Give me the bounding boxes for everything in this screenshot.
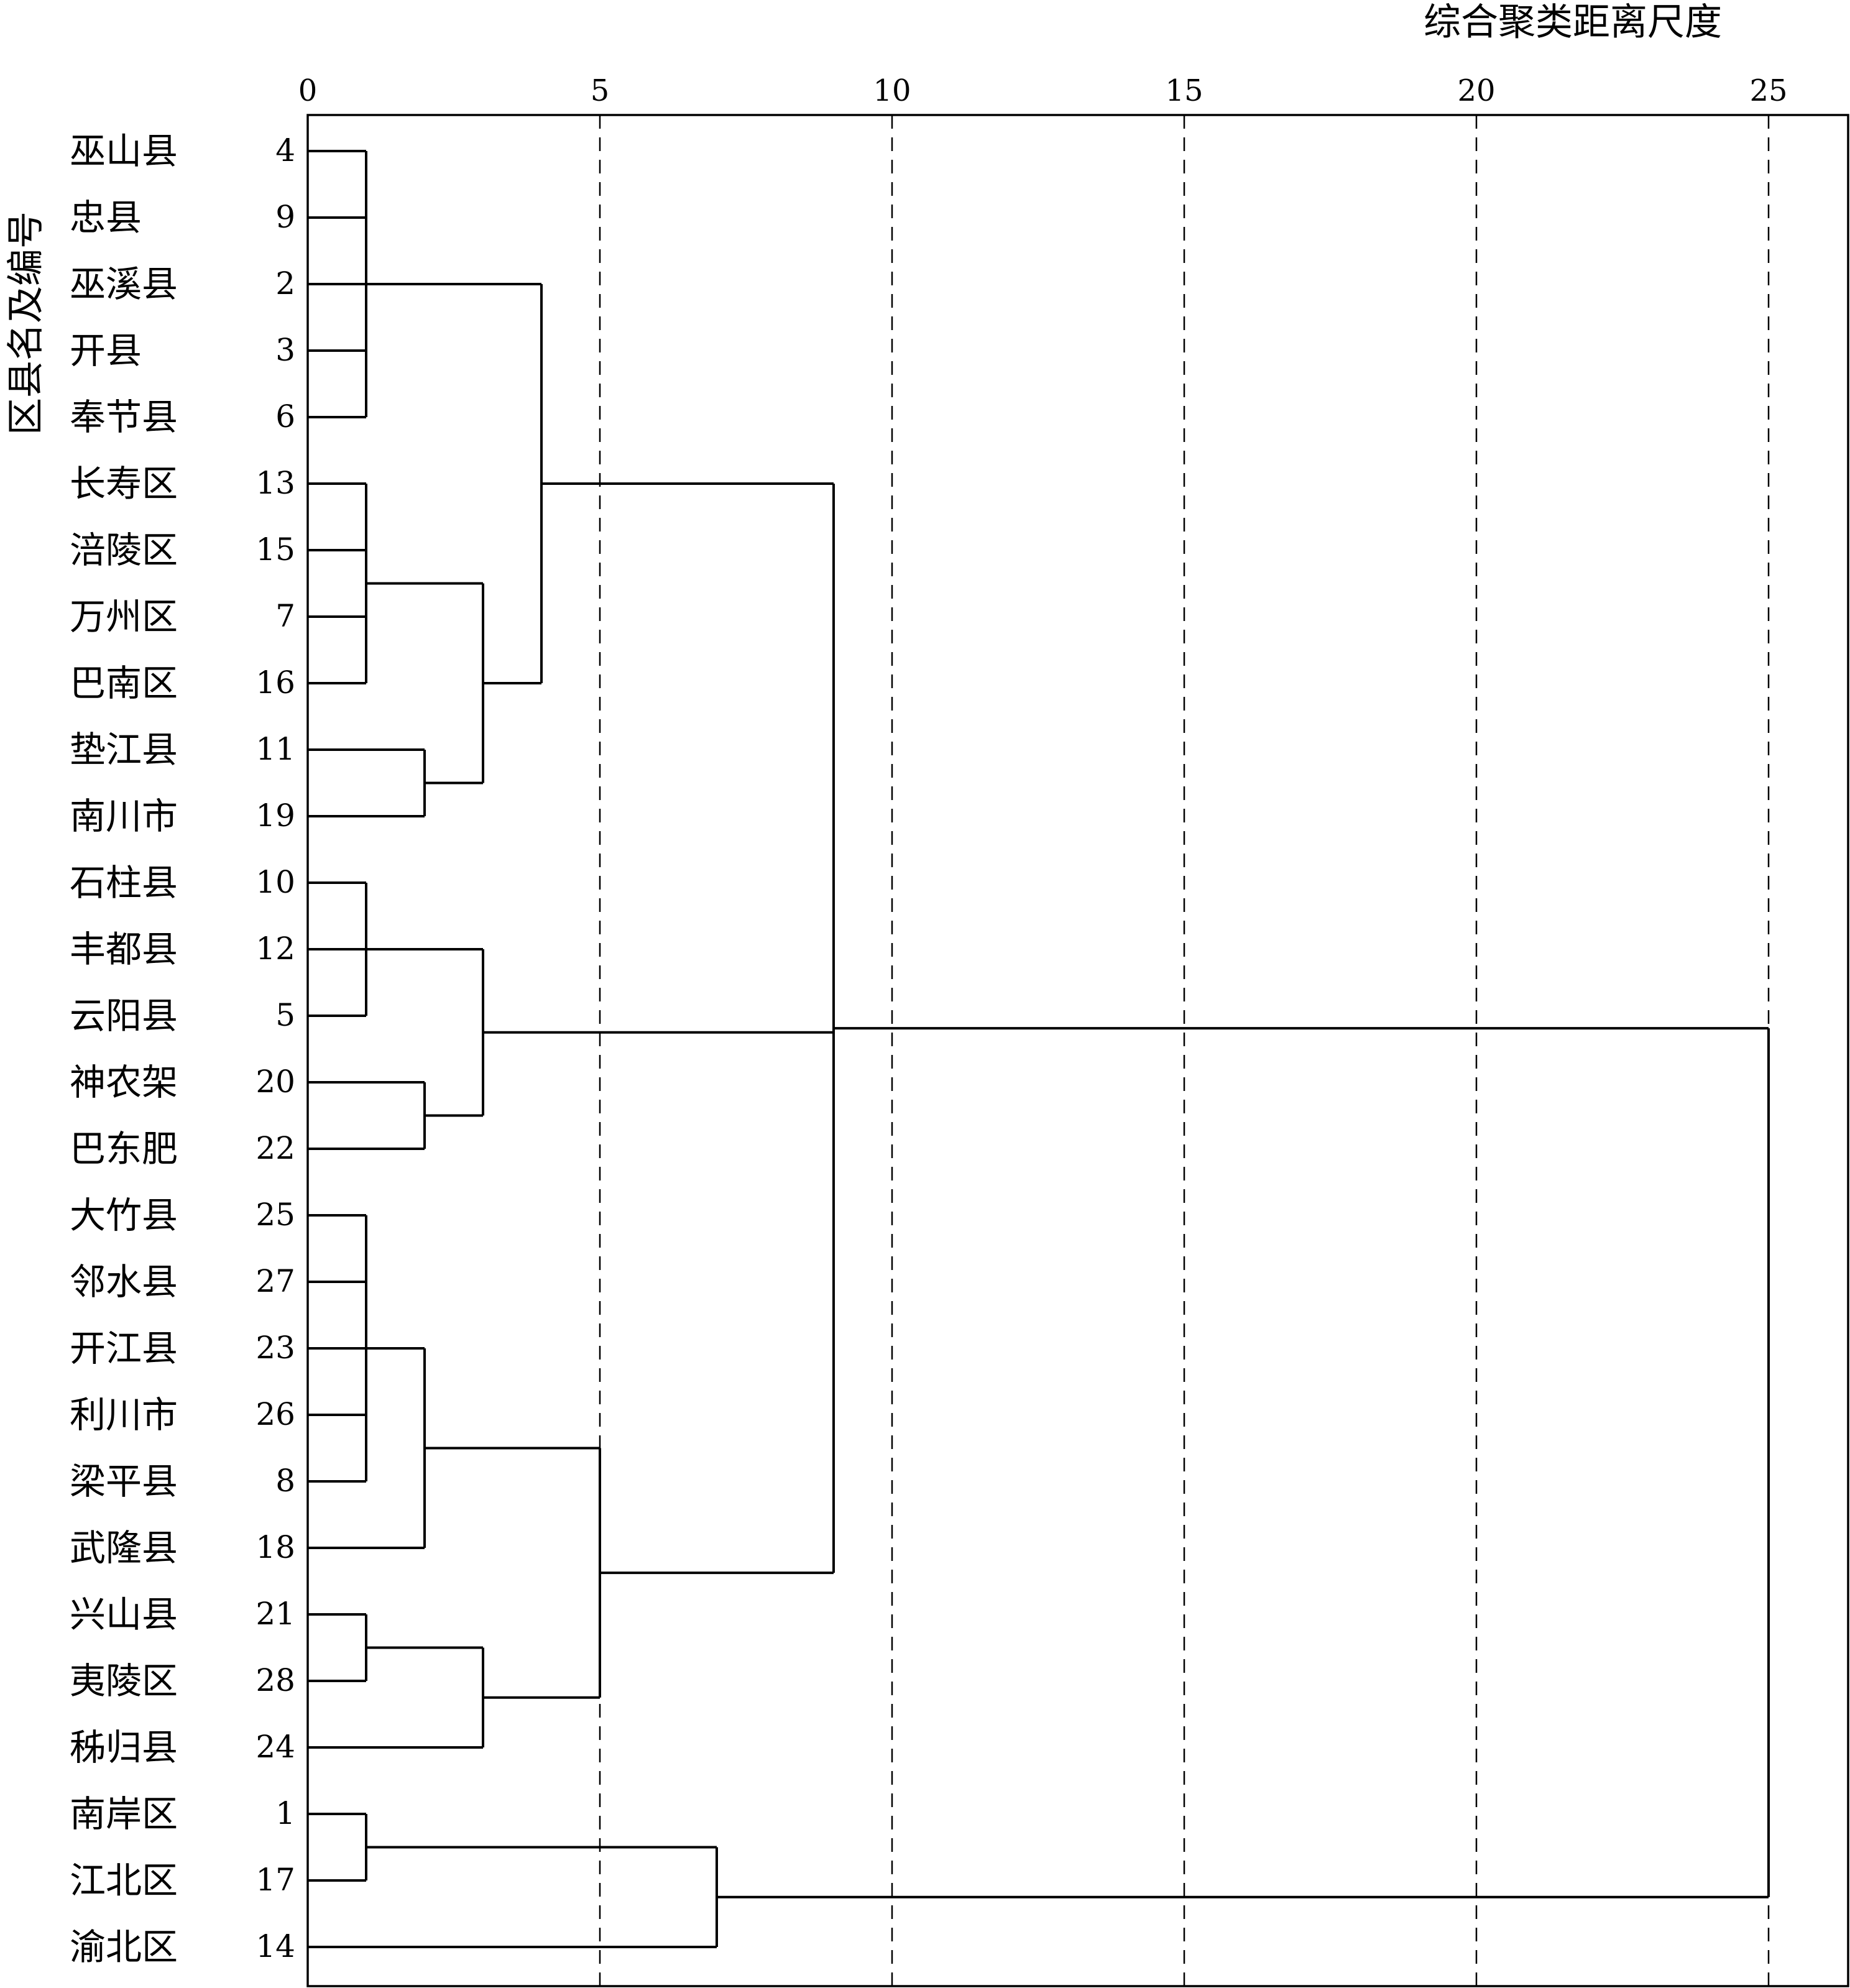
leaf-name: 长寿区 [70, 462, 178, 505]
leaf-name: 神农架 [70, 1061, 178, 1103]
leaf-id: 17 [255, 1862, 295, 1898]
leaf-id: 7 [275, 598, 295, 634]
leaf-id: 21 [255, 1596, 295, 1632]
leaf-name: 夷陵区 [70, 1660, 178, 1702]
leaf-name: 利川市 [70, 1394, 178, 1436]
leaf-name: 南川市 [70, 795, 178, 837]
leaf-name: 南岸区 [70, 1793, 178, 1835]
leaf-name: 渝北区 [70, 1926, 178, 1968]
leaf-id: 28 [255, 1662, 295, 1698]
plot-frame [306, 114, 1849, 1987]
leaf-id: 2 [275, 265, 295, 301]
leaf-id: 14 [255, 1928, 295, 1964]
leaf-id: 11 [255, 731, 295, 767]
leaf-id: 9 [275, 199, 295, 235]
leaf-name: 秭归县 [70, 1726, 178, 1769]
leaf-id: 18 [255, 1529, 295, 1565]
leaf-name: 忠县 [70, 196, 142, 239]
dendrogram-links [308, 150, 1770, 1948]
leaf-id: 10 [255, 864, 295, 900]
leaf-id: 27 [255, 1263, 295, 1299]
leaf-name: 垫江县 [70, 729, 178, 771]
leaf-id: 23 [255, 1330, 295, 1366]
grid-lines [599, 115, 1770, 1986]
leaf-name: 邻水县 [70, 1261, 178, 1303]
leaf-id: 6 [275, 398, 295, 435]
leaf-id: 12 [255, 931, 295, 967]
y-axis-title: 区县名及编号 [4, 211, 48, 435]
leaf-name: 武隆县 [70, 1527, 178, 1569]
leaf-id: 13 [255, 465, 295, 501]
leaf-id: 5 [275, 997, 295, 1033]
leaf-name: 巴南区 [70, 662, 178, 704]
leaf-id: 26 [255, 1396, 295, 1432]
leaf-name: 丰都县 [70, 928, 178, 970]
leaf-name: 万州区 [70, 596, 178, 638]
x-tick-label: 15 [1165, 73, 1203, 108]
leaf-id: 19 [255, 798, 295, 834]
leaf-id: 16 [255, 665, 295, 701]
leaf-id: 4 [275, 132, 295, 168]
leaf-name: 梁平县 [70, 1460, 178, 1503]
leaf-name: 开县 [70, 329, 142, 372]
x-tick-label: 0 [298, 73, 318, 108]
x-tick-label: 20 [1457, 73, 1495, 108]
leaf-name: 巫溪县 [70, 263, 178, 305]
x-tick-label: 10 [873, 73, 911, 108]
leaf-id: 15 [255, 532, 295, 568]
leaf-name: 巫山县 [70, 130, 178, 172]
x-axis-ticks: 0 5 10 15 20 25 [298, 73, 1788, 108]
leaf-name: 开江县 [70, 1327, 178, 1369]
x-axis-title: 综合聚类距离尺度 [1424, 1, 1722, 44]
leaf-name: 奉节县 [70, 396, 178, 438]
leaf-id: 25 [255, 1197, 295, 1233]
leaf-name: 巴东肥 [70, 1128, 178, 1170]
leaf-id: 8 [275, 1463, 295, 1499]
leaf-name: 涪陵区 [70, 529, 178, 571]
leaf-id: 1 [275, 1795, 295, 1831]
leaf-name: 石柱县 [70, 862, 178, 904]
leaf-id: 22 [255, 1130, 295, 1166]
leaf-name: 云阳县 [70, 995, 178, 1037]
x-tick-label: 25 [1749, 73, 1787, 108]
leaf-id: 24 [255, 1729, 295, 1765]
x-tick-label: 5 [591, 73, 610, 108]
leaf-name: 大竹县 [70, 1194, 178, 1236]
leaf-id: 20 [255, 1064, 295, 1100]
leaf-name: 江北区 [70, 1859, 178, 1902]
leaf-name: 兴山县 [70, 1593, 178, 1636]
leaf-id: 3 [275, 332, 295, 368]
